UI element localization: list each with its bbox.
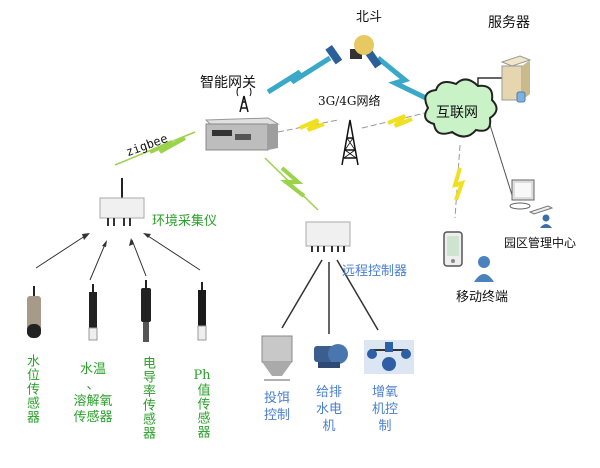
sensor-label-do: 水温 、 溶解氧 传感器	[70, 362, 116, 426]
label-park-center: 园区管理中心	[504, 236, 577, 250]
label-mobile: 移动终端	[456, 290, 509, 305]
lightning-tower-internet	[387, 114, 413, 128]
server-icon	[500, 55, 532, 103]
sensor-label-do-line2: 溶解氧	[73, 394, 113, 409]
aerator-icon	[364, 340, 414, 374]
sensor-label-ph: Ph 值传感器	[192, 368, 212, 439]
lightning-gateway-controller	[280, 166, 306, 198]
label-beidou: 北斗	[356, 10, 383, 25]
computer-icon	[509, 179, 554, 228]
antenna-icon	[236, 87, 252, 113]
label-network: 3G/4G网络	[318, 94, 381, 108]
actuator-label-pump: 给排 水电 机	[316, 384, 342, 435]
internet-cloud-icon	[424, 78, 498, 138]
sensor-arrows	[35, 233, 201, 281]
sensor-label-water-level: 水位传感器	[24, 354, 39, 424]
conductivity-sensor-icon	[141, 280, 151, 342]
label-remote-controller: 远程控制器	[342, 264, 408, 279]
actuator-label-aerator: 增氧 机控 制	[372, 384, 398, 435]
label-internet: 互联网	[436, 105, 478, 121]
actuator-label-feeder-1: 投饵	[264, 391, 291, 406]
collector-device-icon	[99, 178, 145, 226]
internet-center-line	[489, 124, 513, 196]
satellite-icon	[325, 35, 382, 69]
mobile-device-icon	[443, 231, 494, 282]
sensor-label-do-sep: 、	[86, 378, 100, 393]
label-gateway: 智能网关	[200, 75, 256, 91]
actuator-label-feeder-2: 控制	[264, 408, 291, 423]
feeder-icon	[261, 335, 293, 381]
sensor-label-do-line1: 水温	[79, 362, 106, 377]
lightning-satellite-internet	[376, 56, 432, 103]
lightning-internet-mobile	[452, 167, 466, 201]
actuator-label-aerator-3: 制	[378, 419, 392, 434]
do-sensor-icon	[88, 284, 98, 341]
sensor-label-do-line3: 传感器	[73, 410, 113, 425]
actuator-label-pump-1: 给排	[316, 385, 343, 400]
ph-sensor-icon	[197, 282, 207, 341]
sensor-label-ph-top: Ph	[193, 368, 211, 383]
sensor-label-ph-text: 值传感器	[194, 383, 210, 439]
lightning-gateway-tower	[299, 118, 325, 132]
actuator-label-pump-3: 机	[322, 419, 336, 434]
lightning-zigbee	[149, 136, 186, 154]
actuator-label-aerator-1: 增氧	[372, 385, 399, 400]
actuator-label-pump-2: 水电	[316, 402, 343, 417]
lightning-gateway-satellite	[266, 55, 332, 95]
water-level-sensor-icon	[27, 286, 41, 338]
cell-tower-icon	[341, 119, 359, 166]
controller-device-icon	[305, 221, 351, 252]
label-server: 服务器	[488, 15, 530, 31]
gateway-device-icon	[204, 117, 280, 151]
actuator-label-aerator-2: 机控	[372, 402, 399, 417]
controller-lines	[281, 259, 379, 334]
actuator-label-feeder: 投饵 控制	[264, 390, 290, 424]
label-collector: 环境采集仪	[152, 214, 218, 229]
water-pump-icon	[314, 344, 348, 368]
sensor-label-conductivity: 电导率传感器	[140, 356, 155, 440]
